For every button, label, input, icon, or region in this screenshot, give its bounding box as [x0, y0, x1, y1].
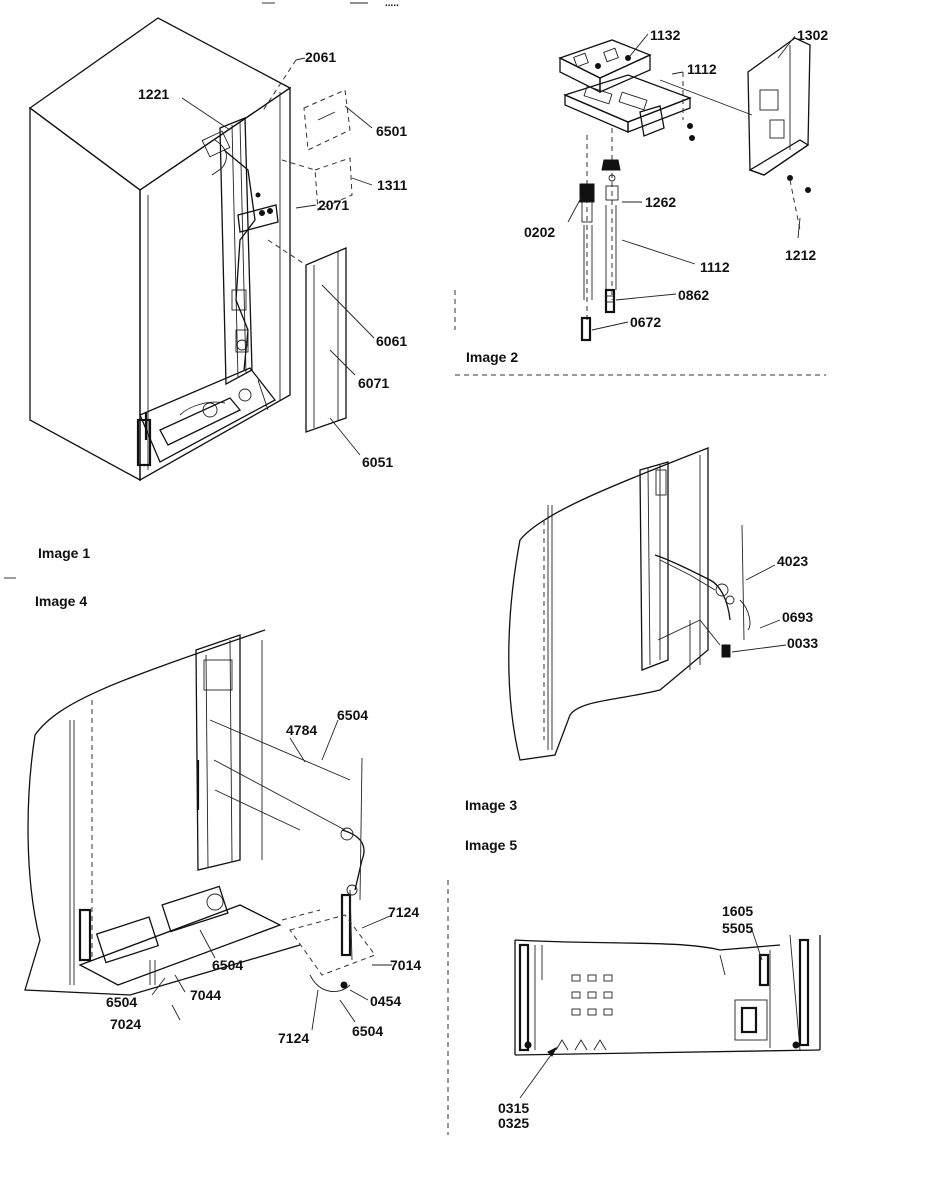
callout-6501: 6501: [376, 123, 407, 139]
callout-6504: 6504: [337, 707, 368, 723]
callout-0862: 0862: [678, 287, 709, 303]
valve-bracket: [558, 39, 652, 79]
callout-1112: 1112: [687, 61, 717, 77]
rear-cover-panel: [305, 247, 347, 433]
callout-2071: 2071: [318, 197, 349, 213]
callout-7124: 7124: [388, 904, 419, 920]
callout-5505: 5505: [722, 920, 753, 936]
callout-0693: 0693: [782, 609, 813, 625]
image2-drawing: [558, 33, 811, 342]
callout-0454: 0454: [370, 993, 401, 1009]
vent-pattern: [555, 974, 613, 1051]
callout-0315: 0315: [498, 1100, 529, 1116]
callout-1212: 1112: [700, 259, 730, 275]
callout-1302: 1302: [797, 27, 828, 43]
base-pan: [78, 904, 282, 986]
callout-0672: 0672: [630, 314, 661, 330]
valve-cover: [747, 37, 811, 176]
callout-1132: 1132: [650, 27, 681, 43]
callout-7124-b: 7124: [278, 1030, 309, 1046]
callout-4784: 4784: [286, 722, 317, 738]
callout-6051: 6051: [362, 454, 393, 470]
image3-callouts: 4023 0693 0033: [777, 553, 818, 651]
callout-1262: 1262: [645, 194, 676, 210]
cabinet-side: [508, 447, 709, 761]
header-title: .....: [385, 0, 399, 9]
image2-callouts: 1132 1112 1302 0202 1262 1212 1112 0862 …: [524, 27, 828, 330]
image3-label: Image 3: [465, 797, 517, 813]
image3-drawing: [508, 447, 787, 761]
wiring-channel: [639, 461, 669, 671]
image5-drawing: [514, 929, 821, 1099]
callout-0202: 0202: [524, 224, 555, 240]
callout-7024: 7024: [110, 1016, 141, 1032]
callout-2061: 2061: [305, 49, 336, 65]
cabinet-top: [28, 17, 292, 191]
image4-callouts: 4784 6504 7124 7014 6504 0454 6504 7044 …: [2, 0, 421, 1046]
image2-label: Image 2: [466, 349, 518, 365]
callout-6504-d: 6504: [106, 994, 137, 1010]
tubing-channel: [195, 634, 241, 871]
callout-7014: 7014: [390, 957, 421, 973]
callout-4023: 4023: [777, 553, 808, 569]
cabinet-left-face: [29, 106, 141, 482]
image1-callouts: 1221 2061 6501 1311 2071 6061 6071 6051: [138, 49, 408, 470]
image1-label: Image 1: [38, 545, 90, 561]
callout-6071: 6071: [358, 375, 389, 391]
callout-1311: 1311: [377, 177, 408, 193]
callout-1221: 1221: [138, 86, 169, 102]
image1-drawing: [28, 17, 375, 482]
callout-1112-b: 1212: [785, 247, 816, 263]
cabinet-rear-face: [139, 86, 291, 482]
panel-top-edge: [514, 939, 781, 951]
callout-0325: 0325: [498, 1115, 529, 1131]
cabinet-top-edge: [34, 629, 266, 736]
image5-callouts: 1605 5505 0315 0325: [498, 903, 753, 1131]
callout-6504-b: 6504: [212, 957, 243, 973]
callout-6061: 6061: [376, 333, 407, 349]
callout-6504-e: 6504: [2, 0, 5, 3]
callout-0033: 0033: [787, 635, 818, 651]
image4-drawing: [24, 629, 392, 1031]
callout-7044: 7044: [190, 987, 221, 1003]
callout-1605: 1605: [722, 903, 753, 919]
image4-label: Image 4: [35, 593, 87, 609]
callout-6504-c: 6504: [352, 1023, 383, 1039]
image5-label: Image 5: [465, 837, 517, 853]
